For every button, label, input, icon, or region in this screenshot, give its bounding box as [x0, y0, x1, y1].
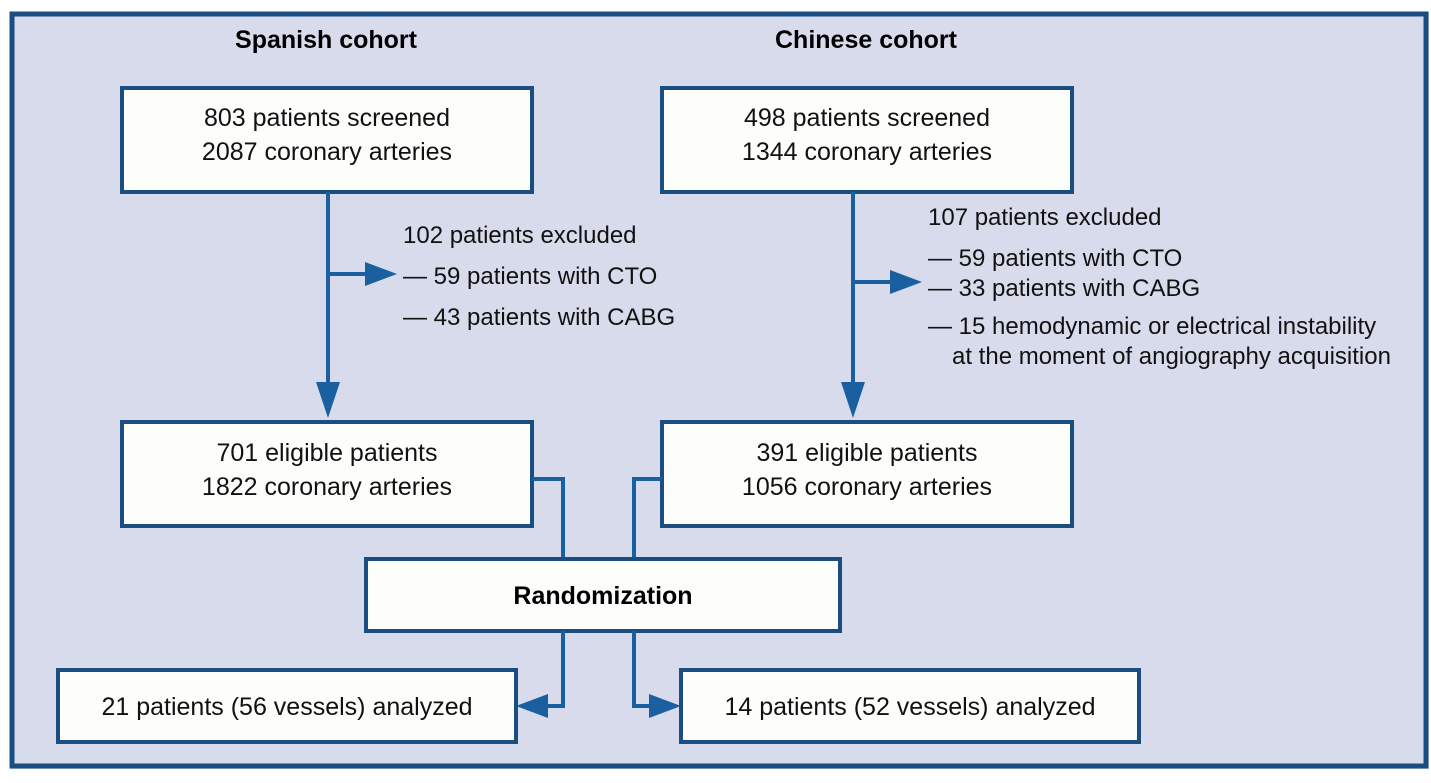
- chinese-screened-line2: 1344 coronary arteries: [742, 138, 992, 166]
- chinese-to-randomization-line: [632, 477, 662, 560]
- spanish-eligible-box: [120, 420, 534, 528]
- chinese-excluded-item-2: — 15 hemodynamic or electrical instabili…: [928, 313, 1376, 340]
- spanish-excluded-item-0: — 59 patients with CTO: [403, 263, 657, 290]
- chinese-screened-line1: 498 patients screened: [744, 104, 990, 132]
- randomization-box: [364, 557, 842, 633]
- spanish-screened-line2: 2087 coronary arteries: [202, 138, 452, 166]
- spanish-excluded-item-1: — 43 patients with CABG: [403, 304, 675, 331]
- spanish-to-randomization-line: [532, 477, 565, 560]
- chinese-analyzed-arrowhead: [649, 694, 681, 718]
- chinese-exclusion-arrowhead: [890, 270, 922, 294]
- randomization-to-spanish-analyzed-line: [545, 631, 565, 708]
- randomization-label: Randomization: [513, 582, 692, 610]
- chinese-excluded-header: 107 patients excluded: [928, 204, 1162, 231]
- spanish-eligible-line1: 701 eligible patients: [217, 439, 438, 467]
- spanish-excluded-header: 102 patients excluded: [403, 222, 637, 249]
- chinese-cohort-title: Chinese cohort: [775, 26, 958, 54]
- spanish-analyzed-box: [56, 668, 518, 744]
- chinese-analyzed-box: [679, 668, 1141, 744]
- spanish-screened-box: [120, 86, 534, 194]
- randomization-to-chinese-analyzed-line: [632, 631, 652, 708]
- chinese-eligible-line1: 391 eligible patients: [757, 439, 978, 467]
- spanish-analyzed-arrowhead: [516, 694, 548, 718]
- panel-border-frame: [9, 11, 1429, 769]
- chinese-eligible-box: [660, 420, 1074, 528]
- spanish-screened-line1: 803 patients screened: [204, 104, 450, 132]
- spanish-analyzed-label: 21 patients (56 vessels) analyzed: [101, 693, 472, 721]
- spanish-down-arrowhead: [316, 382, 340, 418]
- chinese-excluded-item-1: — 33 patients with CABG: [928, 275, 1200, 302]
- spanish-eligible-line2: 1822 coronary arteries: [202, 473, 452, 501]
- chinese-analyzed-label: 14 patients (52 vessels) analyzed: [724, 693, 1095, 721]
- spanish-cohort-title: Spanish cohort: [235, 26, 418, 54]
- chinese-down-arrowhead: [841, 382, 865, 418]
- chinese-screened-box: [660, 86, 1074, 194]
- chinese-excluded-item-3: at the moment of angiography acquisition: [952, 343, 1391, 370]
- chinese-eligible-line2: 1056 coronary arteries: [742, 473, 992, 501]
- spanish-exclusion-arrowhead: [365, 262, 397, 286]
- chinese-excluded-item-0: — 59 patients with CTO: [928, 245, 1182, 272]
